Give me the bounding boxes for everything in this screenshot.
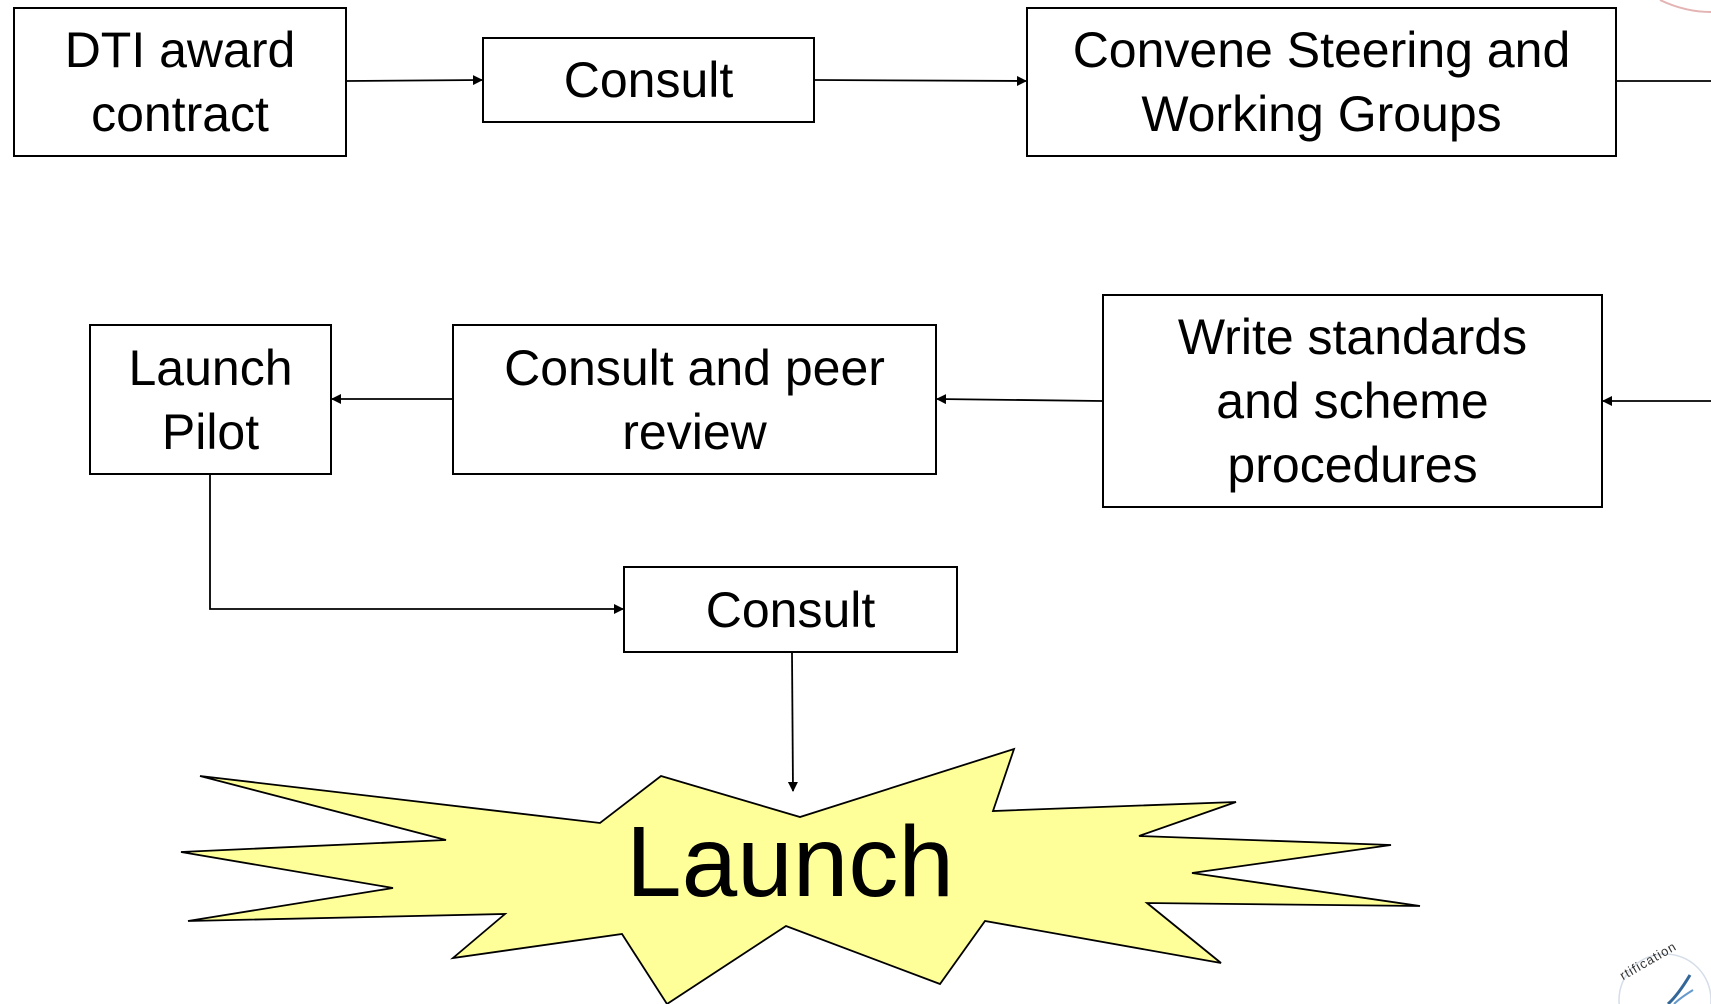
node-dti-award-contract: DTI award contract [13,7,347,157]
node-convene-steering-working-groups: Convene Steering and Working Groups [1026,7,1617,157]
node-consult-1-label: Consult [563,52,734,108]
node-convene-label: Convene Steering and Working Groups [1072,22,1571,142]
node-write-standards: Write standards and scheme procedures [1102,294,1603,508]
node-consult-2: Consult [623,566,958,653]
node-launch-pilot-label: Launch Pilot [128,339,293,460]
node-consult-2-label: Consult [705,581,876,638]
node-consult-1: Consult [482,37,815,123]
launch-burst-label: Launch [625,806,955,918]
connector-consult-to-convene [814,75,1027,86]
connector-pilot-to-consult [209,475,624,614]
node-write-standards-label: Write standards and scheme procedures [1177,309,1528,493]
node-peer-review-label: Consult and peer review [504,339,885,460]
node-launch-pilot: Launch Pilot [89,324,332,475]
node-dti-award-contract-label: DTI award contract [64,22,296,142]
corner-decoration-arc [1659,0,1711,13]
connector-consult-to-launch [787,652,798,792]
node-consult-peer-review: Consult and peer review [452,324,937,475]
connector-dti-to-consult [346,75,483,86]
launch-burst-shape [180,747,1421,1004]
connector-write-to-peer-review [936,394,1103,405]
certification-logo [1618,953,1711,1004]
